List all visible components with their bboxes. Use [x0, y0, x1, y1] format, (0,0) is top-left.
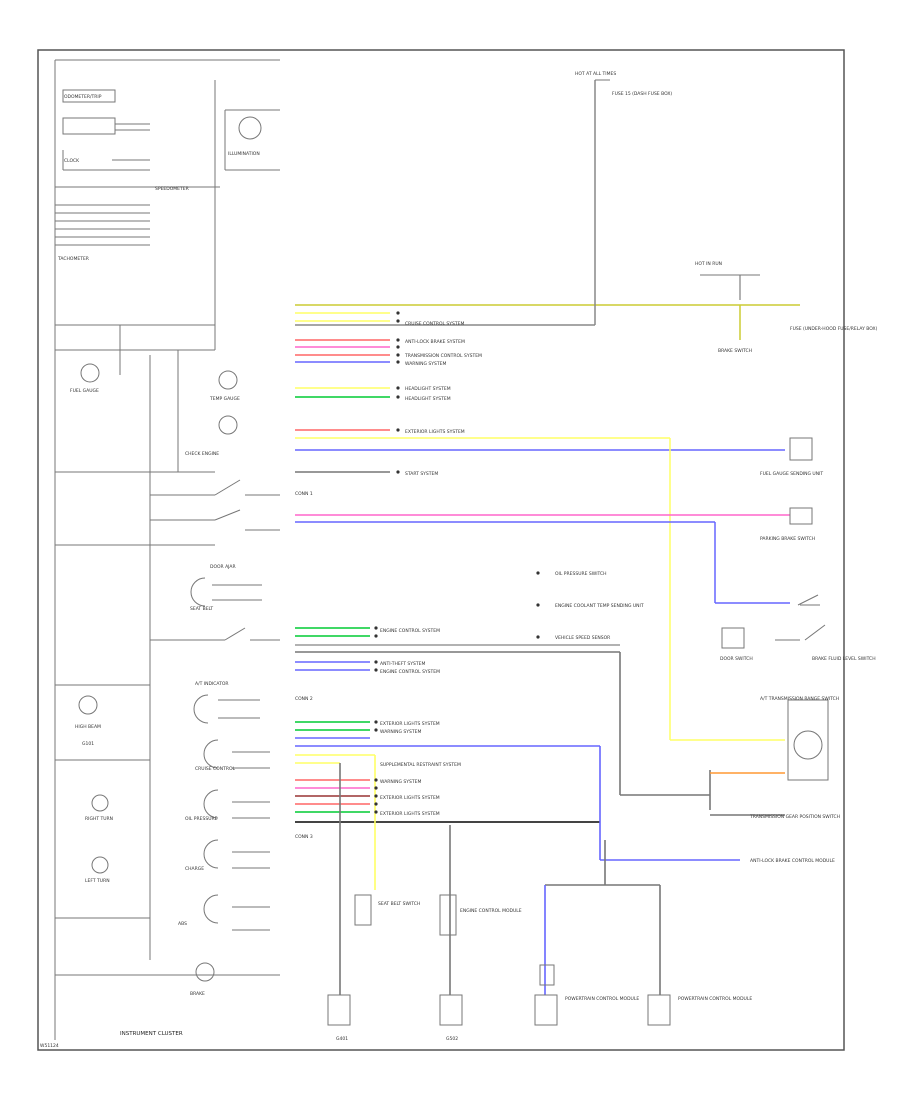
odometer-label: ODOMETER/TRIP [64, 94, 102, 100]
system-warning-2: WARNING SYSTEM [380, 729, 421, 735]
charge-label: CHARGE [185, 866, 204, 872]
system-antitheft: ANTI-THEFT SYSTEM [380, 661, 425, 667]
antilock-module: ANTI-LOCK BRAKE CONTROL MODULE [750, 858, 835, 864]
speed-sensor: VEHICLE SPEED SENSOR [555, 635, 610, 641]
instrument-cluster [54, 59, 280, 1040]
harness-wires [295, 80, 790, 741]
system-antilock: ANTI-LOCK BRAKE SYSTEM [405, 339, 465, 345]
speedo-label: SPEEDOMETER [155, 186, 189, 192]
system-warning: WARNING SYSTEM [405, 361, 446, 367]
brake-switch: BRAKE SWITCH [718, 348, 752, 354]
connector-3-wires [295, 721, 740, 995]
ground-3: G101 [82, 741, 94, 747]
right-components [327, 79, 829, 1026]
door-switch: DOOR SWITCH [720, 656, 753, 662]
system-engine-ctrl-2: ENGINE CONTROL SYSTEM [380, 669, 440, 675]
brake-label: BRAKE [190, 991, 205, 997]
pcm-a: POWERTRAIN CONTROL MODULE [565, 996, 639, 1002]
system-ext-lights-4: EXTERIOR LIGHTS SYSTEM [380, 811, 440, 817]
high-beam-label: HIGH BEAM [75, 724, 101, 730]
at-trans: A/T TRANSMISSION RANGE SWITCH [760, 696, 839, 702]
at-indicator-label: A/T INDICATOR [195, 681, 229, 687]
tacho-label: TACHOMETER [57, 256, 89, 262]
hot-at-all-times: HOT AT ALL TIMES [575, 71, 616, 77]
clock-label: CLOCK [64, 158, 80, 164]
connector-pins [374, 311, 540, 814]
door-ajar-label: DOOR AJAR [210, 564, 236, 570]
component-labels: HOT AT ALL TIMES FUSE 15 (DASH FUSE BOX)… [82, 71, 878, 1042]
hot-in-run: HOT IN RUN [695, 261, 722, 267]
system-cruise: CRUISE CONTROL SYSTEM [405, 321, 464, 327]
conn-3-label: CONN 3 [295, 834, 313, 840]
system-headlights-1: HEADLIGHT SYSTEM [405, 386, 451, 392]
check-engine-label: CHECK ENGINE [185, 451, 219, 457]
trans-gear: TRANSMISSION GEAR POSITION SWITCH [749, 814, 840, 820]
system-trans: TRANSMISSION CONTROL SYSTEM [404, 353, 482, 359]
ground-1: G401 [336, 1036, 348, 1042]
cluster-labels: ODOMETER/TRIP CLOCK SPEEDOMETER TACHOMET… [40, 94, 313, 1049]
cluster-title: INSTRUMENT CLUSTER [120, 1031, 183, 1037]
connector-1-wires [295, 304, 800, 473]
seat-belt-label: SEAT BELT [190, 606, 213, 612]
seat-belt-switch: SEAT BELT SWITCH [378, 901, 420, 907]
oil-label: OIL PRESSURE [185, 816, 218, 822]
system-labels: CRUISE CONTROL SYSTEM ANTI-LOCK BRAKE SY… [380, 321, 482, 817]
system-warning-3: WARNING SYSTEM [380, 779, 421, 785]
system-start: START SYSTEM [405, 471, 438, 477]
illumination-label: ILLUMINATION [228, 151, 260, 157]
system-exterior-lights: EXTERIOR LIGHTS SYSTEM [405, 429, 465, 435]
system-ext-lights-3: EXTERIOR LIGHTS SYSTEM [380, 795, 440, 801]
conn-1-label: CONN 1 [295, 491, 313, 497]
parking-brake: PARKING BRAKE SWITCH [760, 536, 815, 542]
fuel-sender: FUEL GAUGE SENDING UNIT [760, 471, 823, 477]
engine-control-module: ENGINE CONTROL MODULE [460, 908, 522, 914]
system-engine-ctrl: ENGINE CONTROL SYSTEM [380, 628, 440, 634]
connector-2-wires [295, 627, 785, 816]
turn-l-label: LEFT TURN [85, 878, 110, 884]
temp-label: TEMP GAUGE [209, 396, 240, 402]
fuse-right: FUSE (UNDER-HOOD FUSE/RELAY BOX) [790, 326, 878, 332]
conn-2-label: CONN 2 [295, 696, 313, 702]
cruise-label: CRUISE CONTROL [195, 766, 235, 772]
brake-fluid: BRAKE FLUID LEVEL SWITCH [812, 656, 876, 662]
fuse-block: FUSE 15 (DASH FUSE BOX) [612, 91, 672, 97]
fuel-label: FUEL GAUGE [70, 388, 99, 394]
turn-r-label: RIGHT TURN [85, 816, 113, 822]
ground-2: G502 [446, 1036, 458, 1042]
system-supplemental: SUPPLEMENTAL RESTRAINT SYSTEM [380, 762, 461, 768]
diagram-frame [37, 49, 845, 1051]
abs-label: ABS [178, 921, 187, 927]
system-ext-lights-2: EXTERIOR LIGHTS SYSTEM [380, 721, 440, 727]
system-headlights-2: HEADLIGHT SYSTEM [405, 396, 451, 402]
oil-switch: OIL PRESSURE SWITCH [555, 571, 607, 577]
footer-code: W51124 [40, 1043, 59, 1049]
pcm-b: POWERTRAIN CONTROL MODULE [678, 996, 752, 1002]
temp-sender: ENGINE COOLANT TEMP SENDING UNIT [555, 603, 644, 609]
